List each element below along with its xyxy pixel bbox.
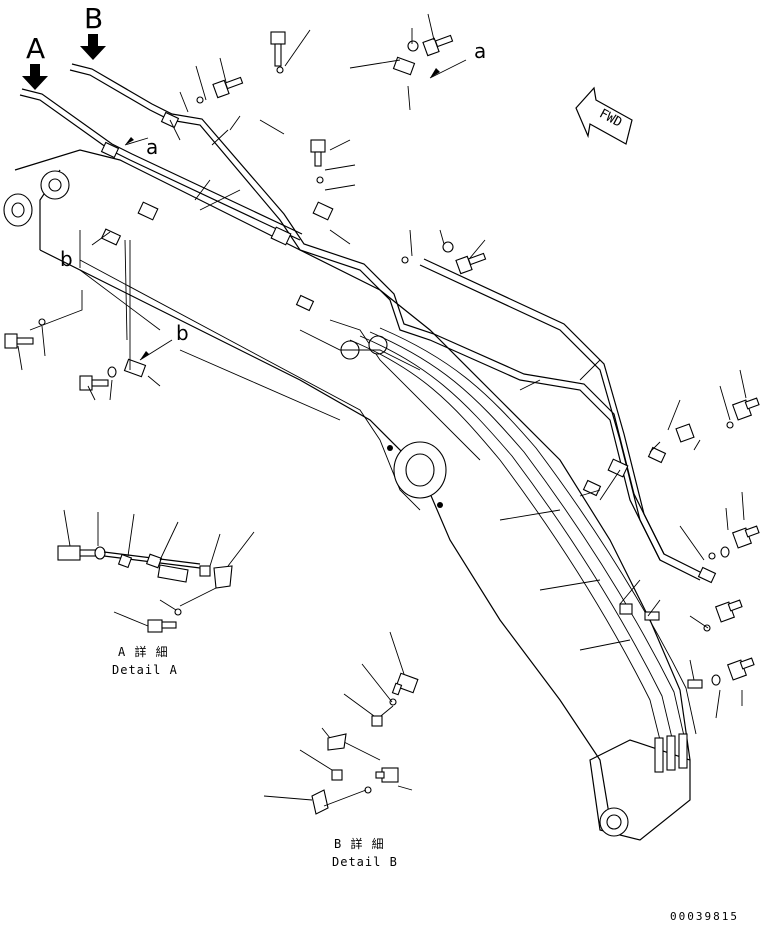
detail-a-title-en: Detail A [112, 663, 178, 677]
detail-a: A 詳 細 Detail A [57, 509, 255, 677]
ref-a-left: a [146, 135, 158, 159]
view-arrow-b: B [80, 2, 106, 60]
forward-direction-icon: FWD [575, 86, 633, 145]
hydraulic-hoses [349, 327, 697, 773]
grease-tubes [19, 63, 705, 581]
detail-a-title-jp: A 詳 細 [118, 644, 169, 659]
bolt-top-center [270, 31, 286, 67]
detail-b-title-jp: B 詳 細 [334, 836, 385, 851]
bolt-left-1 [4, 333, 34, 349]
fasteners [4, 31, 760, 689]
ref-b-mid: b [176, 321, 189, 345]
bolt-right-2 [675, 423, 695, 443]
detail-b: B 詳 細 Detail B [263, 631, 419, 869]
view-arrow-a: A [22, 32, 48, 90]
detail-b-title-en: Detail B [332, 855, 398, 869]
leader-lines [17, 13, 747, 719]
fwd-label: FWD [597, 106, 625, 130]
bolt-right-1 [731, 397, 760, 421]
view-label-a: A [26, 32, 45, 65]
bolt-mid-center [310, 139, 326, 167]
bolt-right-5 [726, 657, 755, 681]
bolt-left-2 [79, 375, 109, 391]
bolt-upper-left [212, 76, 244, 99]
ref-b-left: b [60, 247, 73, 271]
bolt-right-3 [731, 525, 760, 549]
bolt-mid-right [455, 252, 487, 275]
drawing-code: 00039815 [670, 910, 739, 923]
view-label-b: B [84, 2, 103, 35]
boom-assembly [3, 149, 691, 841]
ref-a-top: a [474, 39, 486, 63]
bolt-right-4 [714, 599, 743, 623]
bolt-top-right [422, 34, 454, 57]
